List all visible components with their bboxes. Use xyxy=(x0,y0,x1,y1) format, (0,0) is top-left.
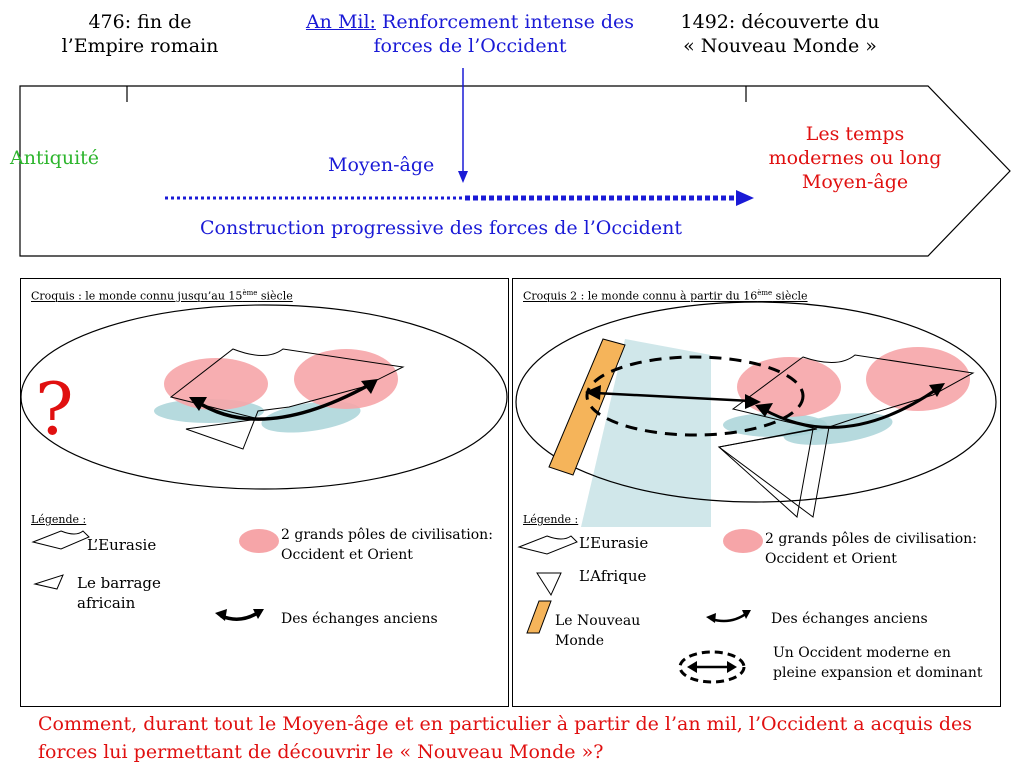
croquis-1-title: Croquis : le monde connu jusqu’au 15ème … xyxy=(31,289,293,303)
world-ellipse xyxy=(21,304,508,490)
legend-eurasie-icon xyxy=(31,530,90,550)
legend-pole-icon xyxy=(239,529,279,553)
pole-occident-2 xyxy=(737,357,841,417)
question-line2: forces lui permettant de découvrir le « … xyxy=(38,741,604,763)
exchange-arrow-2 xyxy=(762,387,938,429)
legend-poles-label-2: 2 grands pôles de civilisation: Occident… xyxy=(765,531,977,567)
period-moyen-age: Moyen-âge xyxy=(328,154,435,176)
nouveau-monde-shape xyxy=(548,338,626,476)
legend-eurasie-icon-2 xyxy=(517,535,578,555)
legend-exchange-icon xyxy=(220,610,260,621)
legend-1-symbols xyxy=(31,529,279,621)
event-476-line2: l’Empire romain xyxy=(61,35,219,57)
exchange-arrow xyxy=(195,383,370,421)
teal-zone-4 xyxy=(783,413,893,445)
legend-eurasie-label-2: L’Eurasie xyxy=(579,534,649,552)
croquis-2-map xyxy=(515,301,997,527)
modern-line1: Les temps xyxy=(805,123,905,145)
legend-occident-label: Un Occident moderne en pleine expansion … xyxy=(773,645,983,681)
croquis-1-map xyxy=(21,304,508,490)
croquis-2-panel: Croquis 2 : le monde connu à partir du 1… xyxy=(512,278,1001,707)
legend-barrage-icon xyxy=(33,574,64,590)
event-1492-line2: « Nouveau Monde » xyxy=(683,35,877,57)
unknown-world-question-mark: ? xyxy=(35,367,74,451)
problematique-question: Comment, durant tout le Moyen-âge et en … xyxy=(38,710,972,766)
event-an-mil: An Mil: Renforcement intense des forces … xyxy=(290,10,650,58)
occident-expansion-ellipse xyxy=(585,355,805,437)
legend-afrique-icon xyxy=(536,572,562,597)
afrique-shape xyxy=(717,428,814,518)
legend-1-title: Légende : xyxy=(31,513,87,526)
an-mil-line2: forces de l’Occident xyxy=(373,35,567,57)
event-1492: 1492: découverte du « Nouveau Monde » xyxy=(650,10,910,58)
legend-eurasie-label: L’Eurasie xyxy=(87,536,157,554)
legend-poles-label: 2 grands pôles de civilisation: Occident… xyxy=(281,527,493,563)
legend-exchange-icon-2 xyxy=(710,611,748,623)
construction-label: Construction progressive des forces de l… xyxy=(200,217,682,239)
progress-arrowhead xyxy=(736,190,754,206)
legend-barrage-label: Le barrage africain xyxy=(77,574,161,612)
modern-line2: modernes ou long xyxy=(768,147,942,169)
event-476: 476: fin de l’Empire romain xyxy=(40,10,240,58)
atlantic-double-arrow xyxy=(594,391,752,403)
pole-orient-2 xyxy=(866,347,970,411)
croquis-2-title: Croquis 2 : le monde connu à partir du 1… xyxy=(523,289,808,303)
modern-line3: Moyen-âge xyxy=(801,171,909,193)
legend-occident-ellipse xyxy=(678,650,746,684)
croquis-1-panel: Croquis : le monde connu jusqu’au 15ème … xyxy=(20,278,509,707)
eurasie-shape xyxy=(169,348,405,450)
event-476-line1: 476: fin de xyxy=(88,11,192,33)
atlantic-zone xyxy=(581,339,711,527)
legend-afrique-label: L’Afrique xyxy=(579,567,647,585)
legend-pole-icon-2 xyxy=(723,529,763,553)
event-1492-line1: 1492: découverte du xyxy=(680,11,880,33)
question-line1: Comment, durant tout le Moyen-âge et en … xyxy=(38,713,973,735)
legend-nouveau-monde-label: Le Nouveau Monde xyxy=(555,613,641,649)
an-mil-label: An Mil: xyxy=(305,11,376,33)
legend-nouveau-monde-icon xyxy=(526,600,552,634)
teal-zone-2 xyxy=(261,401,361,433)
period-antiquite: Antiquité xyxy=(10,147,100,169)
eurasie-shape-2 xyxy=(717,354,975,518)
legend-echanges-label: Des échanges anciens xyxy=(281,611,438,627)
period-temps-modernes: Les temps modernes ou long Moyen-âge xyxy=(760,122,950,194)
pole-orient xyxy=(294,349,398,409)
legend-2-title: Légende : xyxy=(523,513,579,526)
world-ellipse-2 xyxy=(515,301,997,503)
an-mil-text: Renforcement intense des xyxy=(382,11,635,33)
legend-2-symbols xyxy=(517,529,763,684)
legend-echanges-label-2: Des échanges anciens xyxy=(771,611,928,627)
timeline-arrow-shape xyxy=(19,68,1011,257)
